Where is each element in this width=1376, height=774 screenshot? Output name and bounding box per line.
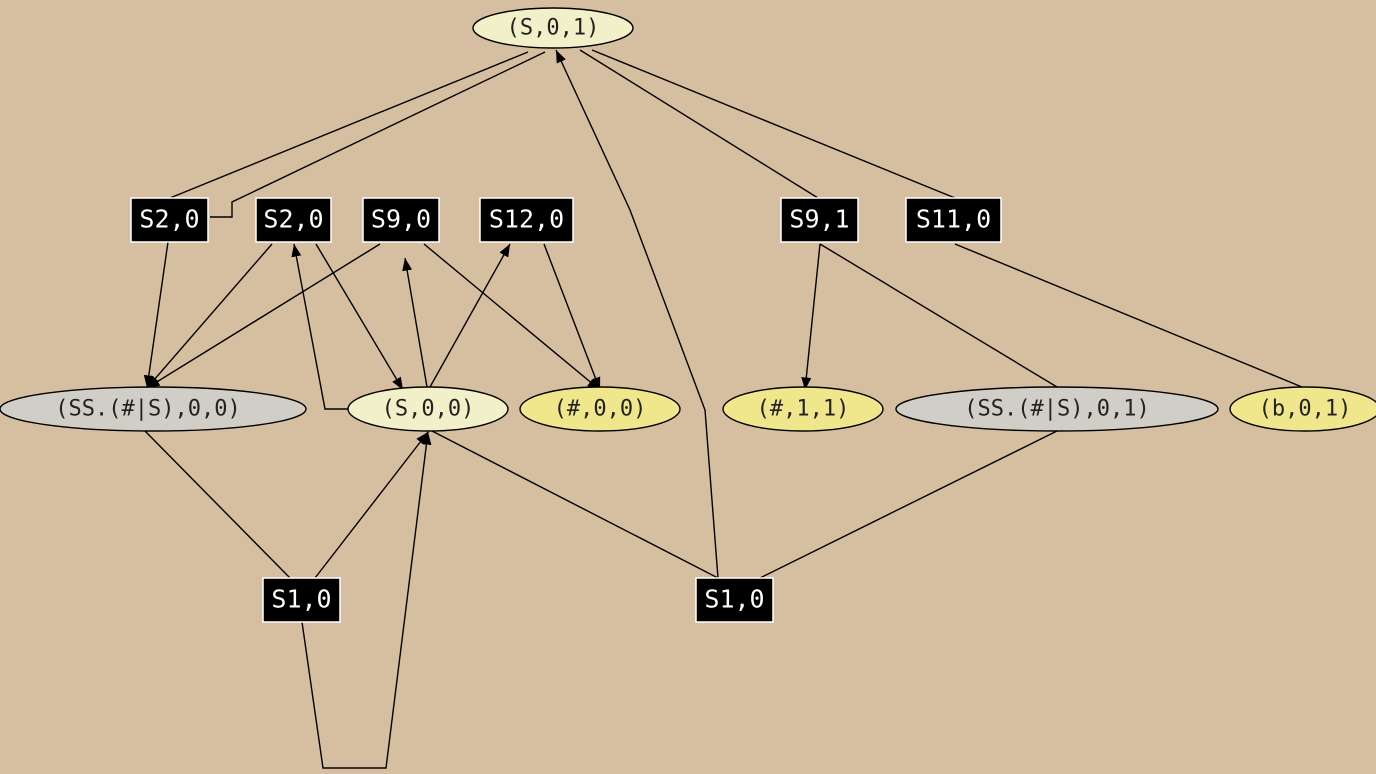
rule-label: S1,0 bbox=[704, 585, 764, 614]
state-node-h11[interactable]: (#,1,1) bbox=[722, 386, 884, 432]
rule-node-s12-0[interactable]: S12,0 bbox=[479, 197, 574, 243]
edge-s00-s1b bbox=[431, 430, 719, 579]
state-label: (#,1,1) bbox=[757, 397, 850, 422]
edge-s2a-ss00 bbox=[143, 241, 169, 389]
edge-s01-s2a-bent bbox=[210, 51, 546, 218]
edge-s91-ss01 bbox=[819, 243, 1058, 388]
state-label: (SS.(#|S),0,1) bbox=[964, 397, 1149, 422]
edge-ss00-s1a bbox=[144, 430, 291, 579]
rule-node-s11-0[interactable]: S11,0 bbox=[905, 197, 1002, 243]
rule-label: S2,0 bbox=[139, 205, 199, 234]
edge-s00-s90 bbox=[402, 257, 428, 388]
state-label: (S,0,0) bbox=[382, 397, 475, 422]
rule-node-s2-0-a[interactable]: S2,0 bbox=[130, 197, 209, 243]
edge-s1b-s01 bbox=[555, 49, 719, 579]
edge-ss01-s1b bbox=[759, 430, 1058, 579]
edge-s2b-s00 bbox=[315, 243, 404, 391]
rule-label: S9,1 bbox=[789, 205, 849, 234]
state-node-ss00[interactable]: (SS.(#|S),0,0) bbox=[0, 386, 307, 432]
state-node-ss01[interactable]: (SS.(#|S),0,1) bbox=[895, 386, 1219, 432]
edge-s120-h00 bbox=[543, 243, 601, 391]
state-label: (b,0,1) bbox=[1259, 397, 1352, 422]
rule-node-s1-0-b[interactable]: S1,0 bbox=[695, 577, 774, 623]
state-label: (S,0,1) bbox=[507, 16, 600, 41]
edge-s00-s2b bbox=[291, 243, 349, 410]
rule-node-s9-1[interactable]: S9,1 bbox=[780, 197, 859, 243]
state-label: (#,0,0) bbox=[554, 397, 647, 422]
edge-s01-s2a bbox=[169, 51, 529, 199]
rule-label: S12,0 bbox=[489, 205, 564, 234]
rule-label: S1,0 bbox=[271, 585, 331, 614]
rule-node-s2-0-b[interactable]: S2,0 bbox=[255, 197, 332, 243]
edge-s1a-s00 bbox=[314, 431, 429, 579]
edge-s1a-s00-loop bbox=[301, 431, 432, 769]
edge-s00-s120 bbox=[429, 243, 511, 388]
rule-node-s1-0-a[interactable]: S1,0 bbox=[262, 577, 341, 623]
state-node-s01[interactable]: (S,0,1) bbox=[472, 7, 634, 49]
edge-s91-h11 bbox=[801, 243, 821, 391]
state-node-b01[interactable]: (b,0,1) bbox=[1229, 386, 1376, 432]
rule-label: S9,0 bbox=[371, 205, 431, 234]
edge-s01-s110 bbox=[591, 49, 956, 199]
edge-s90-ss00 bbox=[146, 243, 381, 389]
state-node-h00[interactable]: (#,0,0) bbox=[519, 386, 681, 432]
state-label: (SS.(#|S),0,0) bbox=[55, 397, 240, 422]
edges bbox=[143, 49, 1303, 769]
edge-s01-s91 bbox=[579, 49, 819, 199]
rule-label: S2,0 bbox=[263, 205, 323, 234]
rule-node-s9-0[interactable]: S9,0 bbox=[362, 197, 440, 243]
edge-s110-b01 bbox=[954, 243, 1303, 388]
state-node-s00[interactable]: (S,0,0) bbox=[347, 386, 509, 432]
edge-s2b-ss00 bbox=[146, 243, 273, 389]
edge-s90-h00 bbox=[423, 243, 601, 391]
rule-label: S11,0 bbox=[916, 205, 991, 234]
